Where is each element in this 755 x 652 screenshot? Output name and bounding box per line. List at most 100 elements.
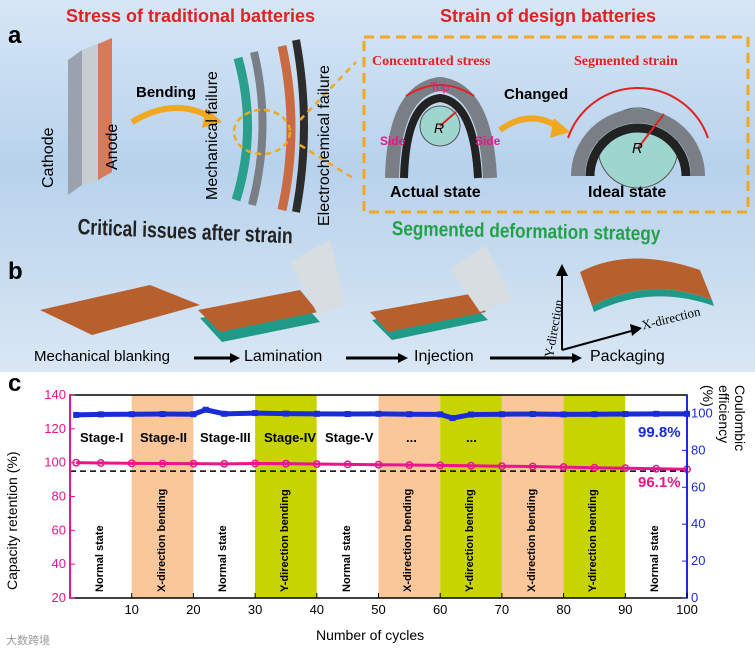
- design-box: [362, 35, 750, 214]
- bent-layer-teal: [231, 56, 253, 202]
- y-axis-label: Capacity retention (%): [4, 451, 20, 590]
- y-direction-arrowhead: [556, 264, 568, 276]
- top-label: Top: [430, 80, 450, 94]
- ce-point: [560, 411, 567, 418]
- ideal-arch-outer: [571, 109, 705, 177]
- cr-point: [251, 459, 260, 468]
- connector-bottom: [299, 143, 357, 182]
- ce-point: [498, 411, 505, 418]
- ce-point: [202, 406, 209, 413]
- x-tick-label: 90: [618, 602, 632, 617]
- cr-point: [590, 463, 599, 472]
- stage-label-6: ...: [406, 430, 417, 445]
- x-tick-label: 60: [433, 602, 447, 617]
- radius-label-ideal: R: [632, 140, 643, 157]
- ideal-radius-line: [637, 113, 665, 149]
- ce-point: [221, 410, 228, 417]
- top-bracket: [405, 84, 475, 97]
- changed-label: Changed: [504, 86, 569, 103]
- injection-sheet: [370, 294, 486, 332]
- ce-point: [449, 415, 456, 422]
- blanking-sheet: [40, 285, 200, 335]
- band-label: Normal state: [217, 525, 230, 592]
- cr-point: [497, 462, 506, 471]
- y2-tick-label: 40: [691, 516, 705, 531]
- cathode-layer: [68, 50, 82, 195]
- x-tick-label: 80: [556, 602, 570, 617]
- side-right-label: Side: [475, 134, 501, 148]
- x-tick-label: 20: [186, 602, 200, 617]
- band-y-bending: [255, 395, 317, 598]
- stage-label-3: Stage-III: [200, 430, 251, 445]
- electrochemical-failure-label: Electrochemical failure: [316, 65, 333, 226]
- step-arrow-1-head: [230, 353, 240, 363]
- ce-point: [406, 411, 413, 418]
- band-label: Y-direction bending: [464, 489, 477, 592]
- ce-point: [313, 410, 320, 417]
- actual-arch-inner: [400, 93, 482, 179]
- actual-radius-line: [439, 111, 457, 127]
- band-x-bending: [131, 395, 194, 598]
- ce-point: [653, 410, 660, 417]
- bending-label: Bending: [136, 84, 196, 101]
- cr-point: [652, 464, 661, 473]
- ce-point: [344, 411, 351, 418]
- stage-label-1: Stage-I: [80, 430, 124, 445]
- title-traditional: Stress of traditional batteries: [66, 6, 316, 26]
- y-tick-label: 60: [52, 522, 66, 537]
- lamination-separator: [290, 240, 345, 315]
- watermark: 大数跨境: [6, 635, 50, 647]
- panel-label-c: c: [8, 370, 22, 397]
- y-tick-label: 40: [52, 556, 66, 571]
- packaged-cell-edge: [592, 289, 714, 312]
- band-y-bending: [440, 395, 502, 598]
- step-packaging: Packaging: [590, 348, 665, 365]
- step-injection: Injection: [414, 348, 474, 365]
- cr-point: [405, 461, 414, 469]
- side-left-label: Side: [380, 134, 406, 148]
- step-arrow-2-head: [398, 353, 408, 363]
- failure-highlight: [232, 108, 292, 156]
- step-blanking: Mechanical blanking: [34, 348, 170, 365]
- band-label: X-direction bending: [155, 488, 168, 592]
- connector-top: [299, 61, 357, 121]
- title-design: Strain of design batteries: [440, 6, 657, 26]
- stage-label-2: Stage-II: [140, 430, 187, 445]
- bent-layer-anode: [277, 45, 296, 211]
- x-axis-label: Number of cycles: [316, 627, 425, 643]
- cr-point: [343, 460, 352, 469]
- band-x-bending: [501, 395, 564, 598]
- separator-layer: [82, 44, 98, 185]
- step-arrow-3-head: [572, 353, 582, 363]
- ce-point: [190, 411, 197, 418]
- y-tick-label: 20: [52, 590, 66, 605]
- band-normal: [193, 395, 256, 598]
- ce-point: [622, 411, 629, 418]
- lamination-sheet: [198, 290, 318, 332]
- x-tick-label: 10: [124, 602, 138, 617]
- x-tick-label: 100: [676, 602, 698, 617]
- mechanical-failure-label: Mechanical failure: [204, 71, 221, 200]
- cr-point: [436, 461, 445, 470]
- ce-point: [73, 411, 80, 418]
- cr-line: [76, 461, 688, 471]
- band-label: Normal state: [649, 525, 662, 592]
- y2-tick-label: 100: [691, 405, 713, 420]
- cr-point: [621, 464, 630, 473]
- band-label: Y-direction bending: [587, 489, 600, 592]
- band-normal: [316, 395, 379, 598]
- segmented-bracket: [567, 87, 709, 139]
- y-tick-label: 120: [44, 421, 66, 436]
- cr-point: [220, 459, 229, 468]
- y2-tick-label: 80: [691, 442, 705, 457]
- changed-arrow: [498, 115, 562, 133]
- panel-a-b-graphics: [40, 35, 750, 363]
- ce-point: [252, 410, 259, 417]
- cr-point: [282, 459, 290, 468]
- y2-tick-label: 20: [691, 553, 705, 568]
- stage-label-4: Stage-IV: [264, 430, 317, 445]
- x-direction-arrowhead: [630, 324, 642, 336]
- stage-label-5: Stage-V: [325, 430, 374, 445]
- ce-point: [97, 411, 104, 418]
- cr-point: [559, 463, 568, 472]
